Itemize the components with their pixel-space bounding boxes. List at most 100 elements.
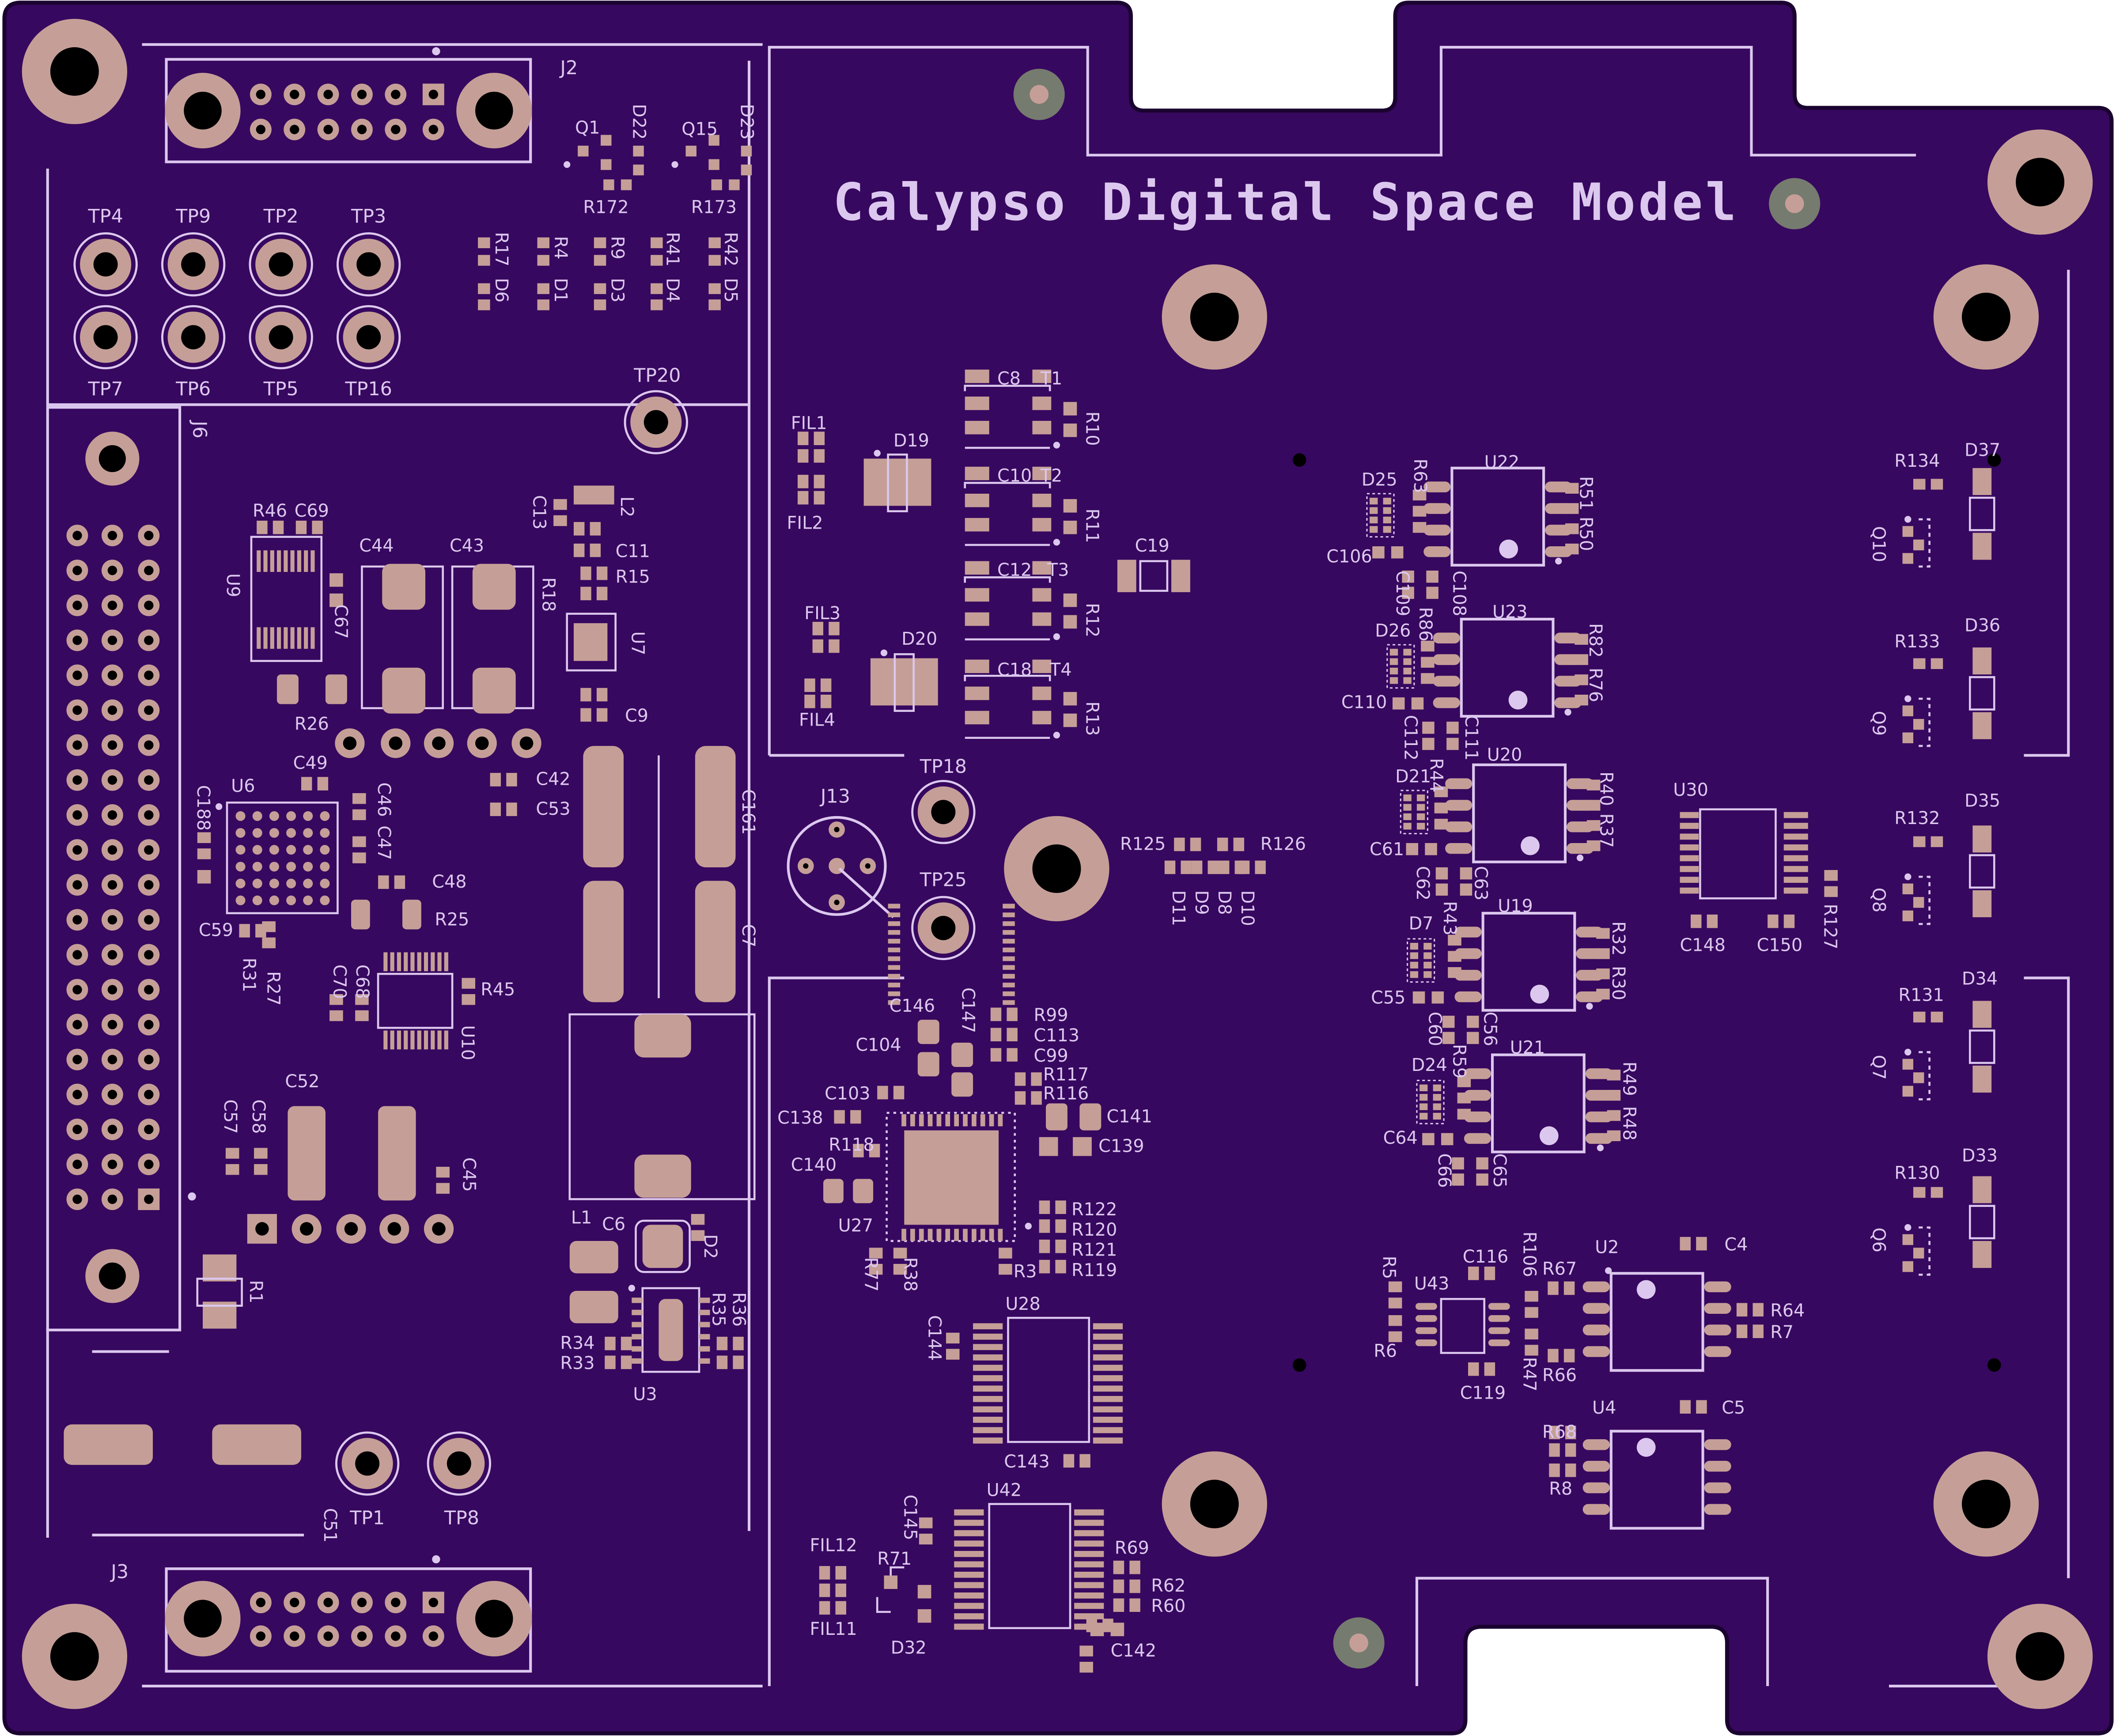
- label-c52: C52: [285, 1071, 319, 1092]
- caps-large: C161 C7: [583, 746, 758, 1002]
- label-fil11: FIL11: [810, 1619, 857, 1639]
- label-r131: R131: [1898, 985, 1944, 1005]
- mounting-hole: [1004, 816, 1109, 922]
- label-c161: C161: [738, 789, 758, 835]
- label-tp2: TP2: [263, 205, 299, 227]
- label-r117: R117: [1043, 1065, 1089, 1085]
- label-c142: C142: [1111, 1641, 1156, 1661]
- label-r25: R25: [435, 909, 469, 930]
- label-q10: Q10: [1868, 526, 1889, 562]
- label-fil4: FIL4: [799, 710, 835, 730]
- silk-outlines: [46, 43, 2070, 1688]
- label-r130: R130: [1894, 1163, 1940, 1184]
- label-u23: U23: [1492, 602, 1528, 622]
- mounting-hole: [1933, 1451, 2039, 1557]
- label-c111: C111: [1461, 715, 1481, 760]
- label-tp8: TP8: [444, 1507, 479, 1529]
- label-tp25: TP25: [920, 869, 967, 891]
- label-r68: R68: [1542, 1422, 1577, 1442]
- label-tp7: TP7: [88, 378, 123, 400]
- label-c146: C146: [890, 996, 935, 1016]
- label-r32: R32: [1608, 921, 1628, 956]
- label-r119: R119: [1071, 1260, 1117, 1280]
- label-d6: D6: [491, 278, 511, 303]
- label-c8: C8: [997, 369, 1021, 389]
- testpoint-tp8: [428, 1433, 490, 1495]
- label-c150: C150: [1757, 935, 1802, 955]
- ic-u28: C144 U28 C143: [924, 1294, 1123, 1472]
- label-d35: D35: [1965, 791, 2000, 811]
- label-r46: R46: [253, 501, 287, 521]
- label-r118: R118: [829, 1135, 874, 1155]
- board-title: Calypso Digital Space Model: [833, 173, 1739, 232]
- label-c138: C138: [777, 1108, 823, 1128]
- label-c66: C66: [1434, 1154, 1454, 1188]
- connector-j2: J2: [165, 47, 578, 163]
- label-c65: C65: [1489, 1154, 1510, 1188]
- label-c148: C148: [1680, 935, 1726, 955]
- label-c57: C57: [220, 1099, 240, 1134]
- label-u6: U6: [231, 776, 255, 796]
- l2-u7-area: C13 L2 C11 R15 R18 U7 C9: [529, 485, 650, 726]
- label-r4: R4: [550, 236, 571, 260]
- label-r33: R33: [560, 1353, 594, 1373]
- testpoint-tp20: [625, 391, 687, 454]
- label-r121: R121: [1071, 1240, 1117, 1260]
- label-d20: D20: [901, 629, 937, 649]
- label-r62: R62: [1151, 1576, 1185, 1596]
- label-r125: R125: [1120, 834, 1166, 854]
- mounting-hole: [1933, 264, 2039, 370]
- led-resistor-row: R17 D6 R4 D1 R9 D3 R41 D4 R42 D5: [478, 232, 741, 310]
- label-c5: C5: [1722, 1398, 1745, 1418]
- label-u7: U7: [627, 631, 647, 655]
- connector-j13: J13: [787, 785, 894, 919]
- label-t4: T4: [1049, 660, 1072, 680]
- label-r27: R27: [263, 971, 284, 1006]
- label-c42: C42: [536, 769, 570, 790]
- label-r49: R49: [1619, 1062, 1639, 1096]
- r125-area: R125 R126 D11 D9 D8 D10: [1120, 834, 1306, 926]
- label-r120: R120: [1071, 1220, 1117, 1240]
- label-r6: R6: [1374, 1341, 1397, 1362]
- label-d8: D8: [1214, 890, 1234, 915]
- pin-row-5: [335, 728, 541, 758]
- label-r41: R41: [662, 232, 683, 266]
- testpoint-tp1: [336, 1433, 398, 1495]
- label-c140: C140: [791, 1155, 837, 1175]
- label-r42: R42: [720, 232, 741, 266]
- label-r30: R30: [1608, 966, 1628, 1000]
- label-d5: D5: [720, 278, 741, 303]
- label-r86: R86: [1415, 607, 1435, 641]
- label-r10: R10: [1082, 412, 1102, 446]
- label-r47: R47: [1519, 1357, 1539, 1392]
- label-r63: R63: [1410, 458, 1430, 493]
- label-c112: C112: [1400, 715, 1420, 760]
- mounting-hole: [22, 19, 127, 125]
- label-u21: U21: [1510, 1037, 1545, 1058]
- label-tp4: TP4: [88, 205, 123, 227]
- label-u22: U22: [1484, 452, 1520, 473]
- label-c47: C47: [374, 825, 394, 860]
- label-r3: R3: [1014, 1262, 1037, 1282]
- label-d26: D26: [1375, 621, 1411, 641]
- connector-j6: J6: [46, 406, 211, 1331]
- label-r5: R5: [1379, 1256, 1399, 1279]
- label-r8: R8: [1549, 1479, 1572, 1499]
- label-c108: C108: [1449, 571, 1469, 616]
- label-c44: C44: [359, 536, 394, 556]
- label-c11: C11: [616, 541, 650, 561]
- label-c46: C46: [374, 783, 394, 817]
- label-u42: U42: [987, 1480, 1022, 1500]
- label-r34: R34: [560, 1333, 594, 1353]
- so8-column: D25 R63 U22 R51 R50 C106 C109 C108 D26 R…: [1326, 452, 1639, 1188]
- label-tp18: TP18: [920, 756, 967, 778]
- label-r31: R31: [239, 958, 259, 992]
- label-c110: C110: [1341, 692, 1387, 713]
- label-r1: R1: [246, 1280, 266, 1304]
- label-c51: C51: [320, 1508, 340, 1543]
- label-c70: C70: [329, 964, 349, 999]
- label-r76: R76: [1585, 668, 1605, 702]
- label-u43: U43: [1414, 1274, 1450, 1294]
- label-r11: R11: [1082, 509, 1102, 543]
- label-r67: R67: [1542, 1259, 1577, 1279]
